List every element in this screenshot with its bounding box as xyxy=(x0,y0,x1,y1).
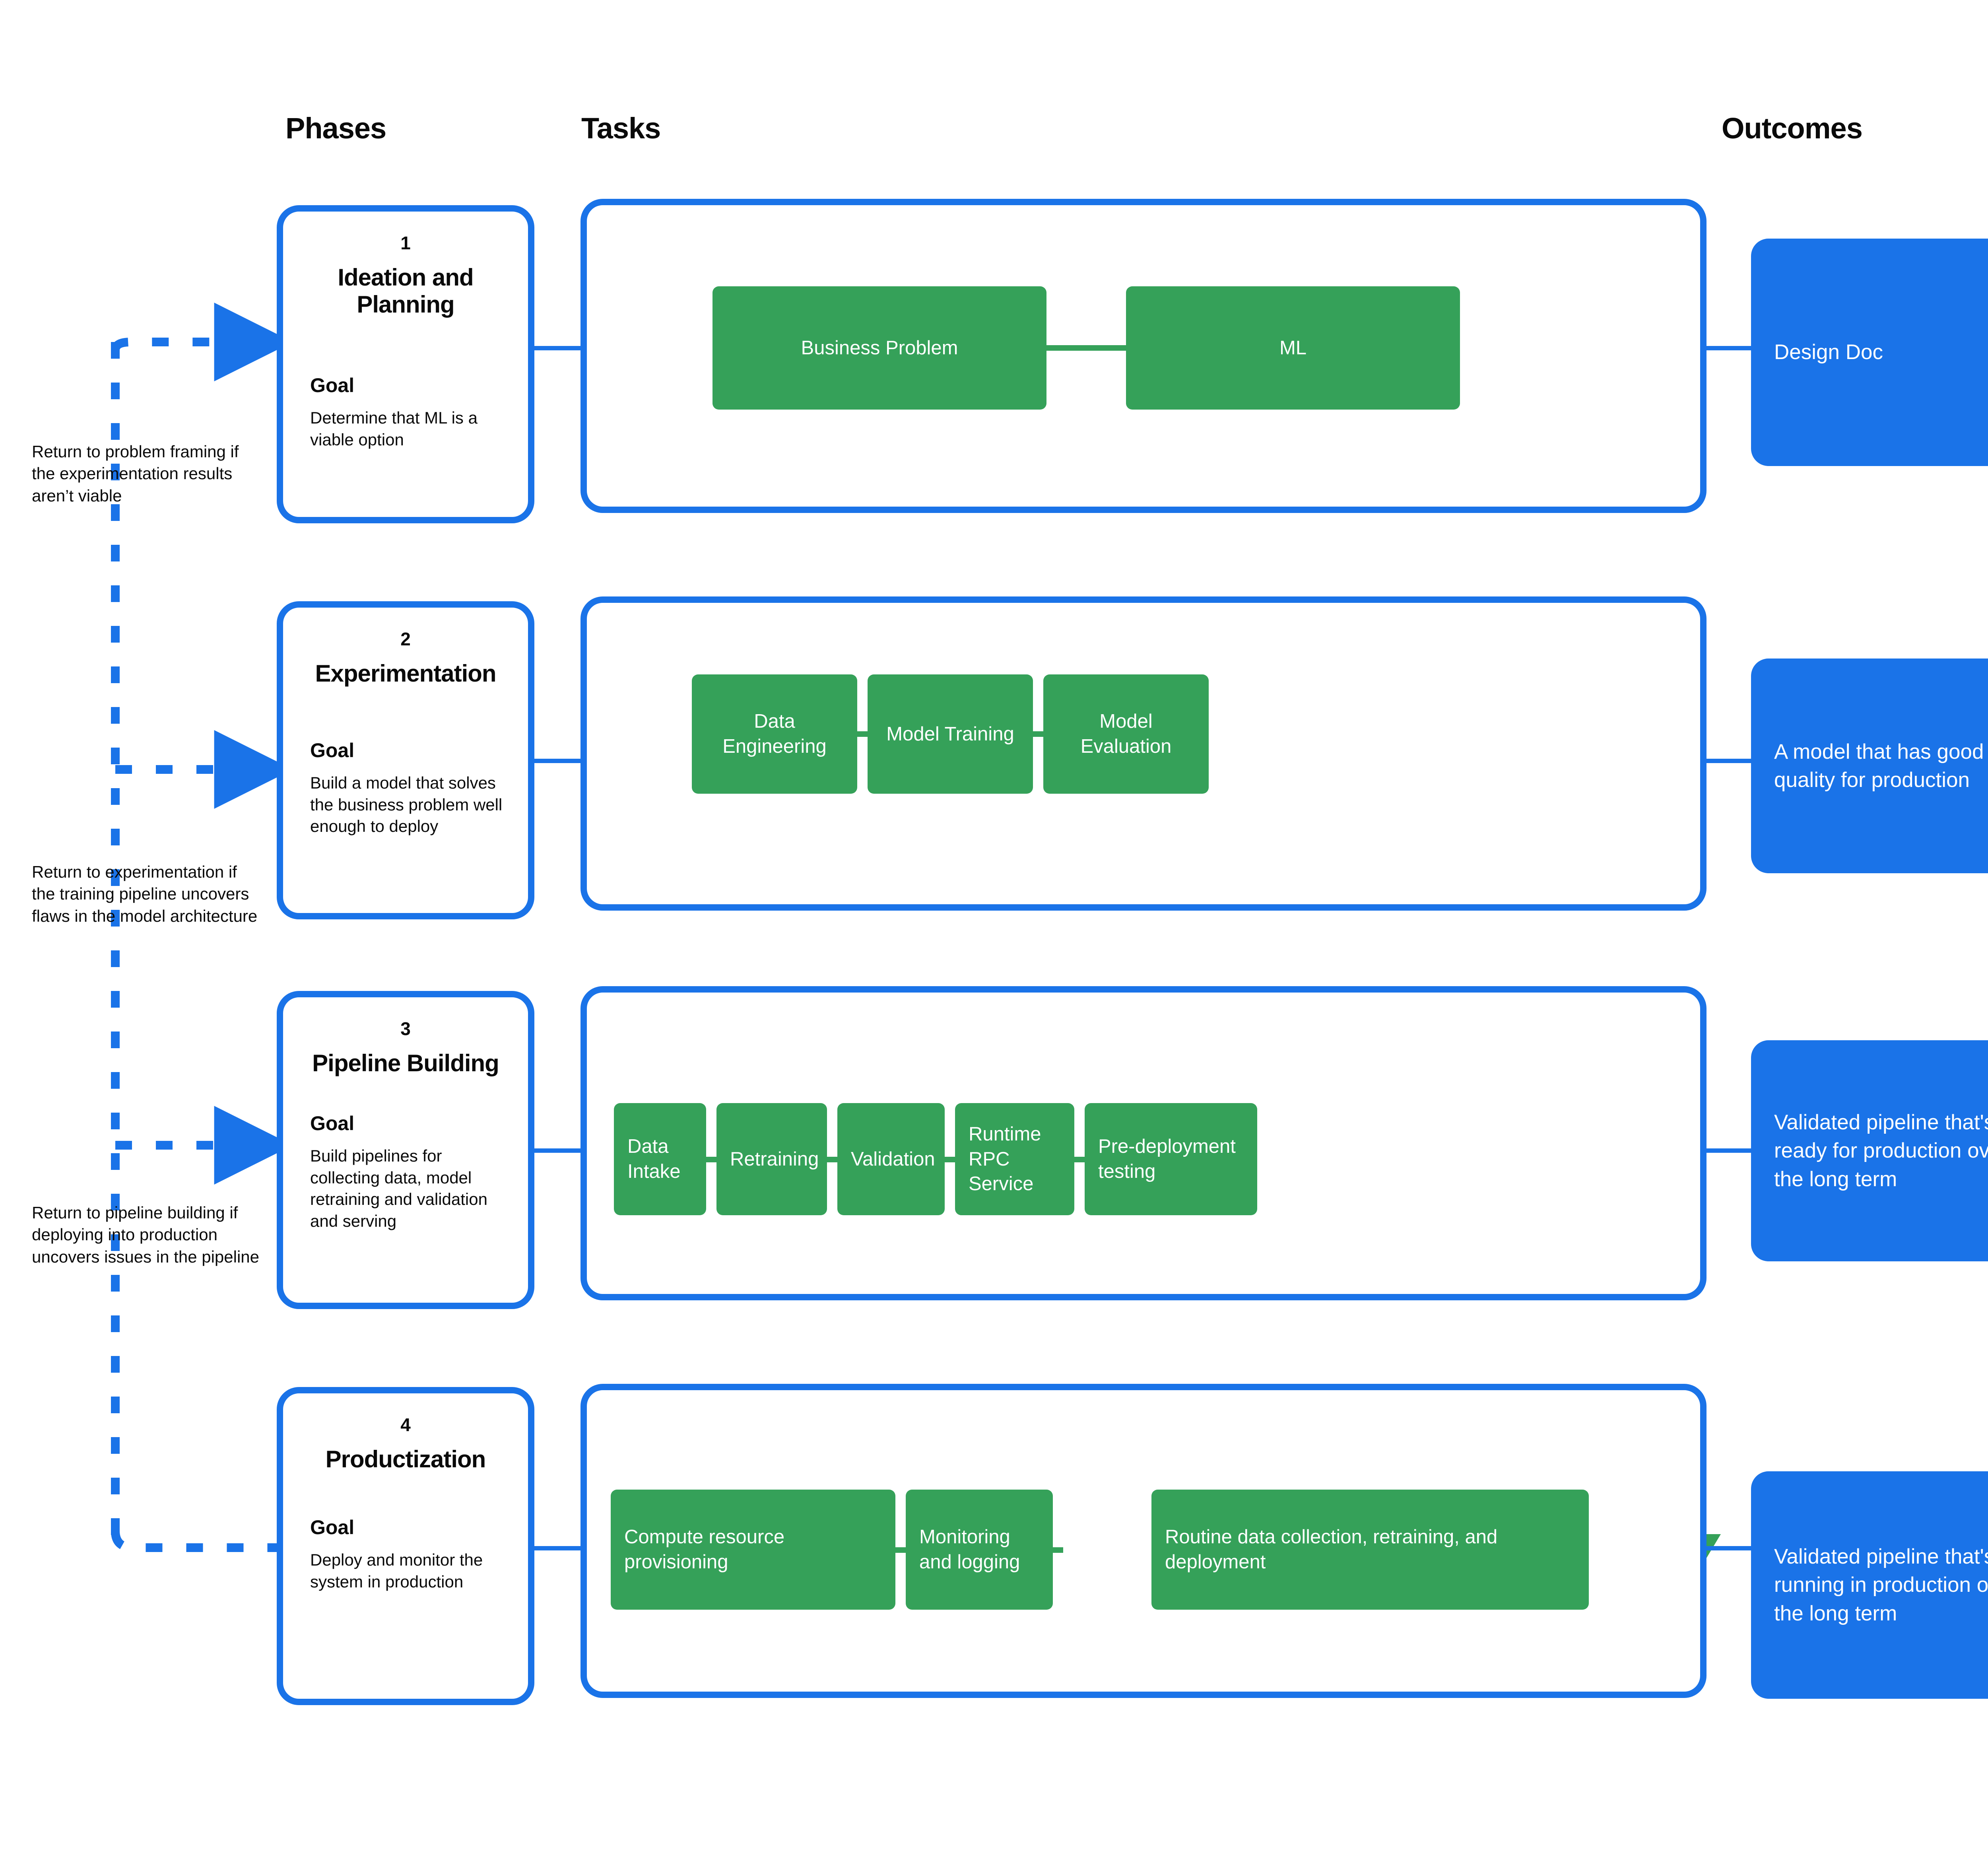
task-connector xyxy=(1033,731,1043,737)
task-box[interactable]: Model Training xyxy=(868,674,1033,794)
connector-phase3-tasks xyxy=(534,1148,580,1153)
phase-number: 2 xyxy=(400,629,411,649)
annotation-left-3: Return to pipeline building if deploying… xyxy=(32,1203,260,1266)
connector-phase4-tasks xyxy=(534,1546,580,1550)
phase-title: Productization xyxy=(325,1446,486,1472)
goal-text: Build pipelines for collecting data, mod… xyxy=(310,1146,487,1230)
goal-text: Determine that ML is a viable option xyxy=(310,408,478,449)
connector-tasks1-outcome xyxy=(1706,346,1751,350)
task-connector xyxy=(857,731,868,737)
task-box[interactable]: Validation xyxy=(837,1103,945,1215)
outcome-box-2[interactable]: A model that has good quality for produc… xyxy=(1751,659,1988,873)
task-box[interactable]: Runtime RPC Service xyxy=(955,1103,1074,1215)
tasks-container-3: Data Intake Retraining Validation Runtim… xyxy=(580,986,1706,1300)
connector-phase2-tasks xyxy=(534,759,580,763)
annotation-left-2: Return to experimentation if the trainin… xyxy=(32,863,258,925)
task-connector xyxy=(1046,345,1126,351)
column-header-phases: Phases xyxy=(285,112,386,145)
goal-label: Goal xyxy=(310,739,355,761)
phase-card-1[interactable]: 1 Ideation and Planning Goal Determine t… xyxy=(277,205,534,523)
goal-label: Goal xyxy=(310,374,355,396)
goal-text: Build a model that solves the business p… xyxy=(310,773,503,836)
tasks-container-1: Business Problem ML xyxy=(580,199,1706,513)
task-box[interactable]: Data Intake xyxy=(614,1103,706,1215)
phase-card-4[interactable]: 4 Productization Goal Deploy and monitor… xyxy=(277,1387,534,1705)
goal-label: Goal xyxy=(310,1516,355,1539)
goal-text: Deploy and monitor the system in product… xyxy=(310,1550,483,1591)
phase-title: Pipeline Building xyxy=(312,1050,499,1076)
task-box[interactable]: Monitoring and logging xyxy=(906,1490,1053,1610)
task-box[interactable]: Business Problem xyxy=(712,286,1046,410)
task-connector xyxy=(945,1157,955,1162)
outcome-box-1[interactable]: Design Doc xyxy=(1751,239,1988,466)
task-connector xyxy=(1074,1157,1085,1162)
connector-phase1-tasks xyxy=(534,346,580,350)
annotation-left-1: Return to problem framing if the experim… xyxy=(32,442,239,505)
phase-number: 4 xyxy=(400,1414,411,1435)
outcome-box-4[interactable]: Validated pipeline that's running in pro… xyxy=(1751,1471,1988,1699)
outcome-box-3[interactable]: Validated pipeline that's ready for prod… xyxy=(1751,1040,1988,1261)
connector-tasks3-outcome xyxy=(1706,1148,1751,1153)
task-box[interactable]: Pre-deployment testing xyxy=(1085,1103,1257,1215)
task-connector xyxy=(827,1157,837,1162)
task-connector xyxy=(706,1157,716,1162)
task-connector xyxy=(895,1547,906,1553)
feedback-arrow-to-phase-1 xyxy=(111,303,293,381)
phase-card-2[interactable]: 2 Experimentation Goal Build a model tha… xyxy=(277,601,534,919)
goal-label: Goal xyxy=(310,1112,355,1134)
phase-title: Ideation and Planning xyxy=(338,264,474,318)
task-box[interactable]: ML xyxy=(1126,286,1460,410)
task-box[interactable]: Retraining xyxy=(716,1103,827,1215)
feedback-arrow-to-phase-4 xyxy=(111,1531,278,1552)
phase-title: Experimentation xyxy=(315,660,496,687)
task-box[interactable]: Compute resource provisioning xyxy=(611,1490,895,1610)
tasks-container-2: Data Engineering Model Training Model Ev… xyxy=(580,596,1706,911)
tasks-container-4: Compute resource provisioning Monitoring… xyxy=(580,1384,1706,1698)
connector-tasks4-outcome xyxy=(1706,1546,1751,1550)
column-header-tasks: Tasks xyxy=(581,112,661,145)
task-box[interactable]: Routine data collection, retraining, and… xyxy=(1151,1490,1589,1610)
task-connector xyxy=(1053,1547,1063,1553)
phase-number: 1 xyxy=(400,233,411,253)
phase-number: 3 xyxy=(400,1018,411,1039)
phase-card-3[interactable]: 3 Pipeline Building Goal Build pipelines… xyxy=(277,991,534,1309)
task-box[interactable]: Data Engineering xyxy=(692,674,857,794)
task-box[interactable]: Model Evaluation xyxy=(1043,674,1209,794)
column-header-outcomes: Outcomes xyxy=(1722,112,1863,145)
connector-tasks2-outcome xyxy=(1706,759,1751,763)
